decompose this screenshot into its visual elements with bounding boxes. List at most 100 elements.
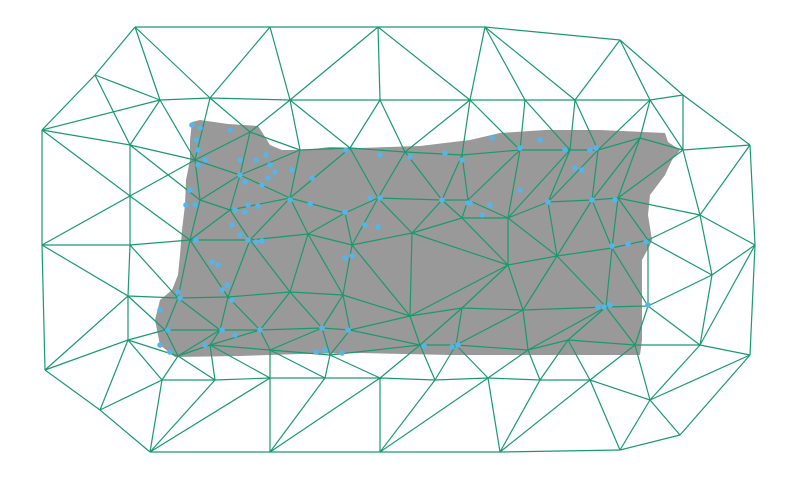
mesh-edge [469,26,486,101]
mesh-edge [441,154,463,201]
mesh-edge [349,147,406,153]
mesh-edge [455,309,524,346]
mesh-edge [617,137,641,199]
mesh-edge [259,327,323,331]
station-point [177,295,183,301]
mesh-edge [605,306,636,346]
mesh-edge [487,377,501,453]
station-point [219,327,225,333]
station-point [449,344,455,350]
mesh-edge [567,339,591,381]
station-point [595,304,601,310]
mesh-edge [619,39,684,96]
mesh-edge [467,149,521,201]
mesh-edge [129,195,191,241]
mesh-edge [227,291,291,298]
station-point [313,349,319,355]
mesh-edge [379,379,436,453]
mesh-edge [249,99,291,133]
station-point [593,145,599,151]
mesh-edge [649,354,751,401]
mesh-edge [269,377,326,453]
station-point [232,207,238,213]
mesh-edge [455,307,463,346]
mesh-edge [699,214,756,246]
station-point [589,197,595,203]
station-points [157,122,651,356]
mesh-edge [519,99,526,151]
mesh-edge [249,239,291,293]
mesh-edge [539,339,569,381]
mesh-edge [487,377,541,381]
mesh-edge [419,307,463,346]
station-point [219,287,225,293]
mesh-edge [41,129,131,197]
station-point [187,187,193,193]
station-point [407,154,413,160]
station-point [237,172,243,178]
mesh-edge [329,354,381,379]
mesh-edge [411,217,463,234]
mesh-edge [41,195,131,246]
mesh-edge [289,147,351,199]
mesh-edge [177,329,221,357]
mesh-edge [159,97,211,101]
mesh-edge [617,149,684,199]
station-point [322,347,328,353]
mesh-edge [127,295,166,331]
mesh-edge [269,377,381,453]
mesh-edge [522,309,529,351]
mesh-edge [461,264,509,309]
mesh-edge [634,305,649,346]
station-point [465,200,471,206]
station-point [377,152,383,158]
station-point [255,203,261,209]
mesh-edge [259,329,271,351]
mesh-edge [349,147,379,199]
mesh-edge [289,99,351,149]
mesh-edge [269,349,326,379]
mesh-edge [649,344,701,401]
mesh-edge [329,344,421,356]
station-point [309,175,315,181]
mesh-edge [499,449,621,453]
mesh-edge [129,244,179,299]
mesh-edge [351,232,413,246]
mesh-edge [44,369,101,411]
mesh-edge [307,233,353,246]
mesh-edge [619,399,651,451]
mesh-edge [164,297,179,331]
station-point [319,325,325,331]
mesh-edge [649,399,681,436]
mesh-edge [404,99,471,153]
station-point [439,197,445,203]
mesh-edge [589,344,636,381]
mesh-edge [349,329,421,346]
station-point [237,232,243,238]
mesh-edge [41,244,46,371]
mesh-edge [639,137,684,151]
station-point [345,327,351,333]
station-point [643,239,649,245]
station-point [229,297,235,303]
mesh-edge [647,214,701,241]
mesh-edge [41,129,131,146]
mesh-edge [351,244,411,317]
mesh-edge [259,291,291,331]
mesh-edge [129,144,196,161]
mesh-edge [189,209,231,241]
station-point [289,167,295,173]
station-point [487,202,493,208]
station-point [267,162,273,168]
mesh-edge [289,291,344,296]
mesh-edge [177,296,229,299]
station-point [489,135,495,141]
mesh-edge [189,199,201,241]
station-point [517,187,523,193]
mesh-edge [647,305,701,346]
mesh-edge [219,296,229,331]
mesh-edge [699,244,756,346]
station-point [272,169,278,175]
mesh-edge [269,26,291,101]
mesh-edge [647,239,713,276]
